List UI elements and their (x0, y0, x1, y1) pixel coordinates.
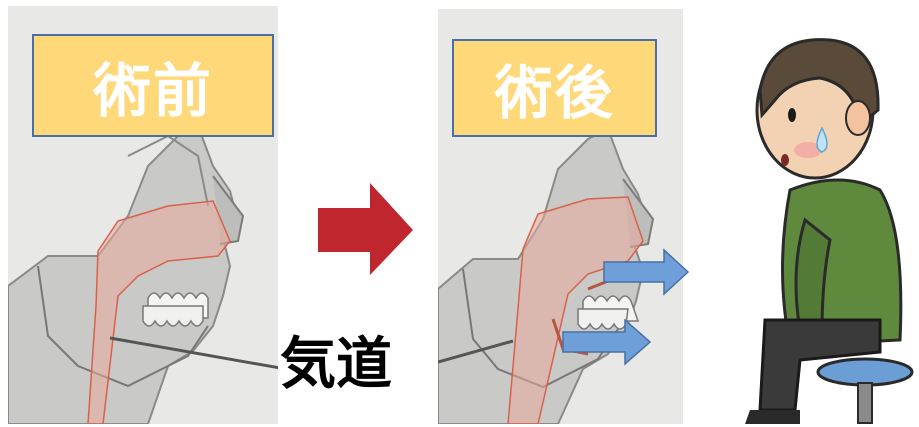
airway-label: 気道 (280, 319, 392, 400)
after-surgery-label: 術後 (452, 39, 657, 137)
after-surgery-panel: 術後 (438, 9, 683, 424)
before-surgery-panel: 術前 (8, 6, 278, 424)
before-surgery-label: 術前 (32, 34, 274, 137)
